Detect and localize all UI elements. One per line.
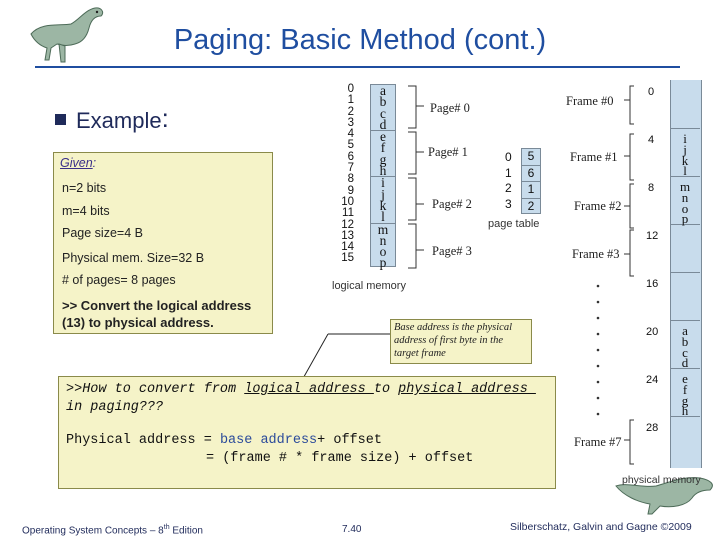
frame2-cell-3: p [674, 214, 696, 225]
example-colon: : [162, 108, 169, 128]
phys-addr-12: 12 [646, 230, 658, 242]
note-text: Base address is the physical address of … [394, 322, 512, 359]
page-label-0: Page# 0 [430, 101, 470, 116]
page-table: 0123 5612 [505, 148, 550, 218]
title-divider [35, 66, 680, 68]
given-heading-text: Given [60, 156, 93, 170]
frame5-cell-3: d [674, 358, 696, 369]
page-table-index-1: 1 [505, 166, 515, 182]
phys-addr-8: 8 [648, 182, 654, 194]
formula-line-2: = (frame # * frame size) + offset [206, 451, 473, 466]
example-label: Example [76, 108, 162, 134]
given-line-phys-size: Physical mem. Size=32 B [62, 251, 204, 265]
given-line-pages: # of pages= 8 pages [62, 273, 176, 287]
page-table-frame-2: 1 [522, 182, 540, 199]
logical-address-1: 1 [340, 95, 354, 106]
q-mid: to [374, 382, 398, 397]
phys-addr-28: 28 [646, 422, 658, 434]
frame-label-3: Frame #3 [572, 247, 620, 262]
given-line-m: m=4 bits [62, 204, 110, 218]
q-logical-address: logical address [244, 382, 374, 397]
page-table-caption: page table [488, 218, 539, 230]
page-table-frame-1: 6 [522, 166, 540, 183]
logical-address-8: 8 [340, 174, 354, 185]
frame-brackets [620, 80, 640, 480]
page-label-3: Page# 3 [432, 244, 472, 259]
footer-left-suffix: Edition [170, 525, 203, 536]
physical-memory-caption: physical memory [622, 474, 701, 486]
phys-addr-20: 20 [646, 326, 658, 338]
page-table-frame-0: 5 [522, 149, 540, 166]
given-task: >> Convert the logical address (13) to p… [62, 297, 272, 331]
q-prefix: >>How to convert from [66, 382, 244, 397]
formula-prefix: Physical address = [66, 433, 220, 448]
formula-suffix: + offset [317, 433, 382, 448]
logical-address-column: 0123456789101112131415 [340, 84, 360, 265]
footer-left-text: Operating System Concepts – 8 [22, 525, 164, 536]
phys-addr-24: 24 [646, 374, 658, 386]
frame-label-0: Frame #0 [566, 94, 614, 109]
footer-left: Operating System Concepts – 8th Edition [22, 524, 203, 536]
q-physical-address: physical address [398, 382, 536, 397]
page-label-2: Page# 2 [432, 197, 472, 212]
logical-cell-15: p [371, 257, 395, 268]
logical-address-15: 15 [340, 253, 354, 264]
example-bullet: Example: [55, 108, 169, 134]
question-line-2: in paging??? [66, 400, 163, 415]
phys-addr-16: 16 [646, 278, 658, 290]
given-line-n: n=2 bits [62, 181, 106, 195]
page-label-1: Page# 1 [428, 145, 468, 160]
base-address-note: Base address is the physical address of … [390, 319, 532, 364]
given-colon: : [93, 156, 96, 170]
phys-addr-4: 4 [648, 134, 654, 146]
page-table-frame-3: 2 [522, 199, 540, 215]
phys-addr-0: 0 [648, 86, 654, 98]
frame-label-7: Frame #7 [574, 435, 622, 450]
logical-memory-caption: logical memory [332, 280, 406, 292]
page-table-index-2: 2 [505, 181, 515, 197]
square-bullet-icon [55, 114, 66, 125]
ellipsis-dots-icon [594, 282, 602, 432]
question-line-1: >>How to convert from logical address to… [66, 382, 536, 397]
page-table-index-0: 0 [505, 150, 515, 166]
page-table-index-3: 3 [505, 197, 515, 213]
frame-label-1: Frame #1 [570, 150, 618, 165]
frame1-cell-3: l [674, 166, 696, 177]
formula-base-address: base address [220, 433, 317, 448]
given-line-page-size: Page size=4 B [62, 226, 143, 240]
footer-right: Silberschatz, Galvin and Gagne ©2009 [510, 521, 692, 533]
footer-page-number: 7.40 [342, 524, 361, 535]
formula-line-1: Physical address = base address+ offset [66, 433, 382, 448]
frame6-cell-3: h [674, 406, 696, 417]
frame-label-2: Frame #2 [574, 199, 622, 214]
logical-address-11: 11 [340, 208, 354, 219]
given-heading: Given: [60, 156, 96, 170]
page-title: Paging: Basic Method (cont.) [0, 24, 720, 57]
